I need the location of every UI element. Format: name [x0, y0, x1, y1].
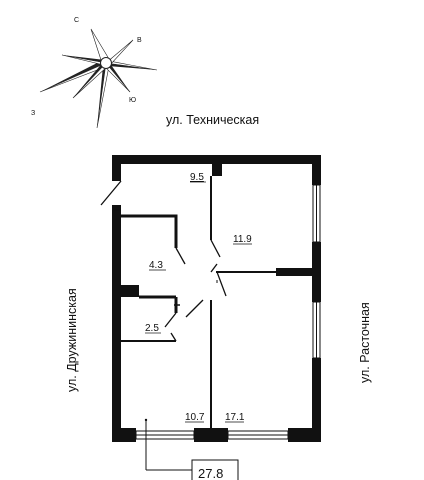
door-swings — [100, 180, 227, 342]
room-area-living-right: 17.1 — [225, 412, 245, 423]
living-area-total: 27.8 — [198, 466, 223, 480]
compass-rose-icon: С В Ю З — [31, 17, 158, 129]
street-label-left: ул. Дружининская — [65, 288, 79, 392]
room-area-storage: 4.3 — [149, 260, 163, 271]
room-area-kitchen: 9.5 — [190, 172, 204, 183]
interior-walls — [121, 176, 276, 428]
street-label-top: ул. Техническая — [166, 113, 259, 127]
compass-west-label: З — [31, 110, 35, 117]
room-area-bathroom: 2.5 — [145, 323, 159, 334]
street-label-right: ул. Расточная — [358, 302, 372, 383]
room-area-living-left: 10.7 — [185, 412, 205, 423]
outer-walls — [112, 155, 321, 442]
windows — [135, 184, 321, 440]
room-area-bedroom: 11.9 — [233, 234, 252, 245]
room-labels: 9.5 11.9 4.3 2.5 10.7 17.1 — [144, 172, 252, 423]
compass-east-label: В — [137, 37, 142, 44]
compass-north-label: С — [74, 17, 79, 24]
living-area-marker: 27.8 — [145, 420, 239, 480]
compass-south-label: Ю — [129, 97, 136, 104]
